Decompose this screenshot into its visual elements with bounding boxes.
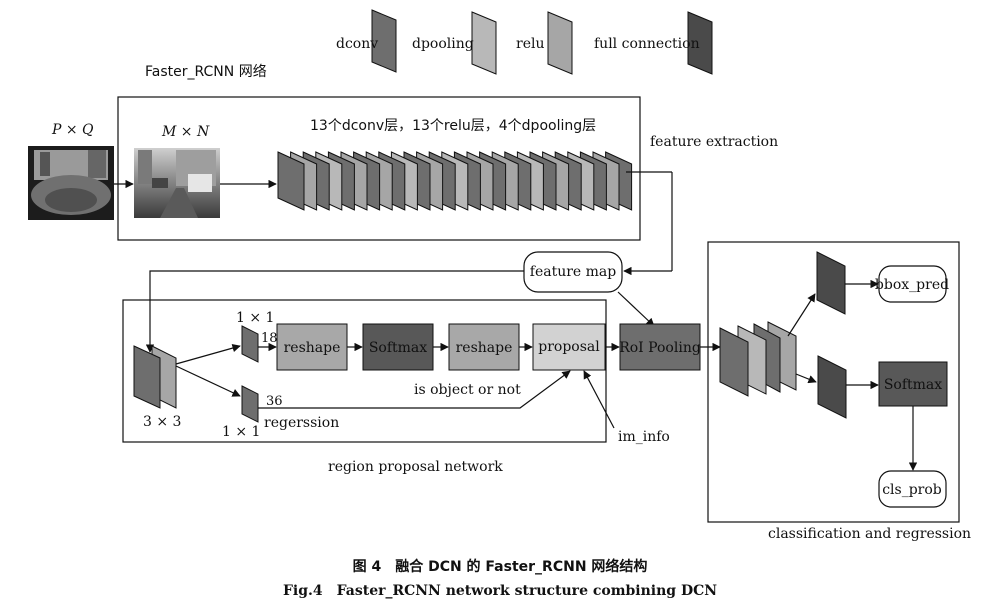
legend-dconv-label: dconv — [336, 36, 378, 52]
roi-pooling-label: RoI Pooling — [619, 340, 701, 356]
rpn-conv3x3-front — [133, 345, 161, 409]
conv3x3-label: 3 × 3 — [143, 414, 181, 430]
feature-map-node — [523, 251, 623, 293]
feature-extraction-label: feature extraction — [650, 134, 778, 150]
rpn-softmax-label: Softmax — [369, 340, 427, 356]
legend-full-connection-swatch — [687, 11, 713, 75]
feature-extraction-box — [117, 96, 641, 241]
input-image — [28, 146, 114, 220]
regression-label: regerssion — [264, 415, 339, 431]
feature-map-label: feature map — [530, 264, 617, 280]
network-title: Faster_RCNN 网络 — [145, 64, 267, 80]
rpn-conv1x1-bottom — [241, 385, 259, 423]
classification-regression-label: classification and regression — [768, 526, 971, 542]
conv-stack-label: 13个dconv层，13个relu层，4个dpooling层 — [310, 118, 596, 134]
rpn-conv1x1-top — [241, 325, 259, 363]
arrow-fc-to-lower-fc — [795, 373, 817, 384]
legend-relu-label: relu — [516, 36, 544, 52]
fc-upper — [816, 251, 846, 315]
is-object-label: is object or not — [414, 382, 521, 398]
im-info-label: im_info — [618, 429, 670, 445]
bbox-pred-label: bbox_pred — [875, 277, 949, 293]
cls-prob-label: cls_prob — [882, 482, 942, 498]
fc-lower — [817, 355, 847, 419]
proposal-box — [532, 323, 606, 371]
legend-full-connection-label: full connection — [594, 36, 700, 52]
cls-prob-node — [878, 470, 947, 508]
input-size-label: P × Q — [51, 122, 94, 138]
conv1x1-bottom-label: 1 × 1 — [222, 424, 260, 440]
legend-dpooling-swatch — [471, 11, 497, 75]
region-proposal-network-box — [122, 299, 607, 443]
fc-layer-stack — [719, 321, 797, 397]
arrow-feature-map-to-roi — [617, 291, 655, 327]
arrow-3x3-to-1x1-top — [175, 344, 241, 365]
caption-zh: 图 4 融合 DCN 的 Faster_RCNN 网络结构 — [353, 558, 648, 575]
cls-softmax-label: Softmax — [884, 377, 942, 393]
conv1x1-top-label: 1 × 1 — [236, 310, 274, 326]
resized-image — [134, 148, 220, 218]
legend: dconv dpooling relu full connection — [336, 9, 713, 75]
legend-dpooling-label: dpooling — [412, 36, 474, 52]
arrow-fc-to-upper-fc — [787, 293, 816, 337]
legend-dconv-swatch — [371, 9, 397, 73]
conv-layer-slab — [277, 151, 305, 211]
conv-layer-stack — [277, 151, 633, 211]
resized-size-label: M × N — [161, 124, 210, 140]
fc-layer-1 — [719, 327, 749, 397]
proposal-label: proposal — [538, 339, 600, 355]
rpn-softmax-box — [362, 323, 434, 371]
arrow-im-info-to-proposal — [583, 370, 615, 429]
region-proposal-network-label: region proposal network — [328, 459, 503, 475]
reshape-box-2 — [448, 323, 520, 371]
reshape-box-1 — [276, 323, 348, 371]
arrow-3x3-to-1x1-bottom — [175, 365, 241, 397]
channels-18-label: 18 — [261, 331, 278, 346]
reshape-box-2-label: reshape — [456, 340, 513, 356]
arrow-feature-map-to-rpn — [145, 270, 524, 353]
reshape-box-1-label: reshape — [284, 340, 341, 356]
caption-en: Fig.4 Faster_RCNN network structure comb… — [283, 583, 717, 599]
cls-softmax-box — [878, 361, 948, 407]
classification-regression-box — [707, 241, 960, 523]
arrow-regression-to-proposal — [258, 370, 571, 409]
legend-relu-swatch — [547, 11, 573, 75]
channels-36-label: 36 — [266, 394, 283, 409]
bbox-pred-node — [878, 265, 947, 303]
roi-pooling-box — [619, 323, 701, 371]
